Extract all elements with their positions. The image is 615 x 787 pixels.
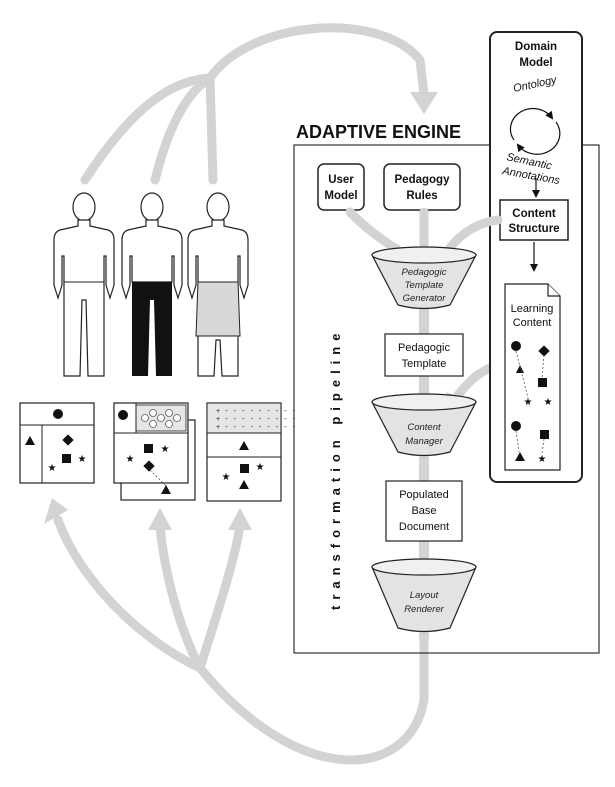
- svg-text:★: ★: [256, 462, 265, 473]
- output-document-2: ★ ★: [113, 402, 196, 501]
- svg-text:★: ★: [544, 397, 553, 408]
- svg-text:Populated: Populated: [399, 489, 449, 501]
- pipeline-label: transformation pipeline: [328, 328, 343, 610]
- pedagogy-rules-box: Pedagogy Rules: [383, 163, 461, 211]
- svg-text:Pedagogy: Pedagogy: [395, 174, 451, 186]
- ontology-cycle-icon: [509, 107, 561, 155]
- learning-content-label-2: Content: [513, 317, 552, 329]
- funnel-layout-renderer: Layout Renderer: [371, 558, 477, 633]
- square-shape: [538, 378, 547, 387]
- svg-text:Base: Base: [411, 505, 436, 517]
- funnel-template-generator: Pedagogic Template Generator: [371, 246, 477, 310]
- svg-text:Generator: Generator: [403, 293, 447, 304]
- user-model-box: User Model: [317, 163, 365, 211]
- svg-text:Manager: Manager: [405, 436, 443, 447]
- svg-text:Template: Template: [405, 280, 444, 291]
- person-1-icon: [53, 192, 115, 377]
- svg-text:★: ★: [161, 444, 170, 455]
- adaptive-engine-frame: ADAPTIVE ENGINE transformation pipeline: [293, 122, 600, 654]
- domain-model-title-1: Domain: [515, 41, 557, 53]
- triangle-shape: [516, 365, 524, 373]
- svg-text:★: ★: [222, 472, 231, 483]
- svg-text:Pedagogic: Pedagogic: [398, 342, 450, 354]
- svg-text:Renderer: Renderer: [404, 604, 444, 615]
- content-structure-box: [499, 199, 569, 241]
- svg-text:User: User: [328, 174, 354, 186]
- circle-shape: [511, 341, 521, 351]
- content-structure-label-2: Structure: [508, 223, 559, 235]
- svg-text:+ - - - - - - - - -: + - - - - - - - - -: [216, 416, 296, 424]
- square-shape-2: [540, 430, 549, 439]
- domain-model-title-2: Model: [519, 57, 552, 69]
- person-3-icon: [187, 192, 249, 377]
- engine-title: ADAPTIVE ENGINE: [296, 122, 461, 142]
- svg-text:+ - - - - - - - - -: + - - - - - - - - -: [216, 408, 296, 416]
- learning-content-label-1: Learning: [511, 303, 554, 315]
- circle-shape-2: [511, 421, 521, 431]
- populated-base-document-box: Populated Base Document: [385, 480, 463, 542]
- svg-text:+ - - - - - - - - -: + - - - - - - - - -: [216, 424, 296, 432]
- svg-text:★: ★: [48, 463, 57, 474]
- svg-text:Model: Model: [324, 190, 357, 202]
- svg-text:Rules: Rules: [406, 190, 437, 202]
- svg-text:★: ★: [126, 454, 135, 465]
- svg-text:Document: Document: [399, 521, 449, 533]
- output-document-3: + - - - - - - - - - + - - - - - - - - - …: [206, 402, 296, 502]
- diamond-shape: [538, 345, 550, 357]
- pedagogic-template-box: Pedagogic Template: [384, 333, 464, 377]
- triangle-shape-2: [515, 452, 525, 461]
- input-arrows: [345, 207, 503, 255]
- svg-text:Layout: Layout: [410, 590, 439, 601]
- svg-text:★: ★: [78, 454, 87, 465]
- person-2-icon: [121, 192, 183, 376]
- content-structure-label-1: Content: [512, 208, 556, 220]
- output-document-1: ★ ★: [19, 402, 95, 484]
- funnel-content-manager: Content Manager: [371, 393, 477, 457]
- svg-text:Pedagogic: Pedagogic: [402, 267, 447, 278]
- learning-content-document: Learning Content ★ ★ ★: [504, 283, 561, 471]
- svg-text:Content: Content: [407, 422, 441, 433]
- svg-text:★: ★: [524, 397, 533, 408]
- domain-model-panel: Domain Model Ontology Semantic Annotatio…: [489, 31, 583, 483]
- svg-text:Template: Template: [402, 358, 447, 370]
- svg-text:★: ★: [538, 454, 547, 465]
